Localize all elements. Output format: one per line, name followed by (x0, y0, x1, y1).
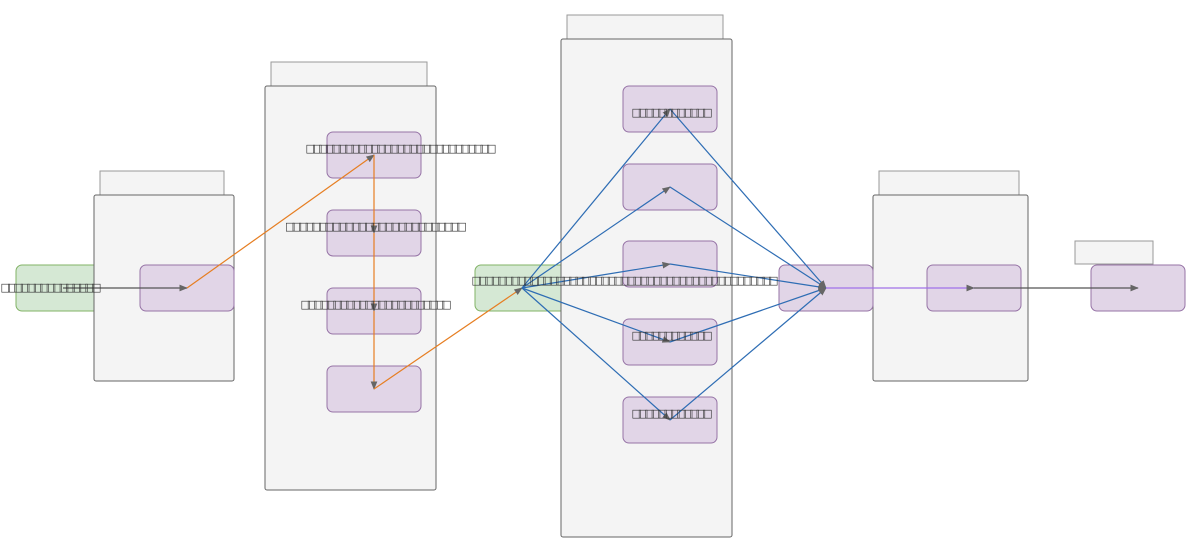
edge-e5-to-f (669, 287, 827, 421)
edge-hub-to-e5 (521, 287, 671, 421)
edge-hub-to-e4 (521, 287, 671, 343)
node-label-hub: □□□□□□□□□□□□□□□□□□□□□□□□□□□□□□□□□□□□□□□□… (471, 274, 779, 287)
edge-e4-to-f (669, 287, 827, 343)
edge-hub-to-e2 (521, 186, 671, 289)
node-label-branch1: □□□□□□□□□□□□ (631, 106, 713, 119)
node-label-step2: □□□□□□□□□□□□□□□□□□□□□□□□□□□ (285, 220, 467, 233)
edge-e1-to-f (669, 108, 827, 289)
node-label-branch5: □□□□□□□□□□□□ (631, 407, 713, 420)
edge-c4-to-hub (373, 287, 523, 390)
edge-e2-to-f (669, 186, 827, 289)
group-title-tab (1074, 240, 1154, 265)
edge-hub-to-e1 (521, 108, 671, 289)
edge-hub-to-e3 (521, 261, 671, 289)
node-label-branch4: □□□□□□□□□□□□ (631, 329, 713, 342)
edge-b-to-c1 (186, 154, 375, 289)
group-title-tab (878, 170, 1020, 196)
node-label-start: □□□□□□□□□□□□□□□ (0, 281, 102, 294)
edge-e3-to-f (669, 263, 827, 291)
node-label-step3: □□□□□□□□□□□□□□□□□□□□□□□ (300, 298, 452, 311)
node-label-step1: □□□□□□□□□□□□□□□□□□□□□□□□□□□□□ (305, 142, 497, 155)
